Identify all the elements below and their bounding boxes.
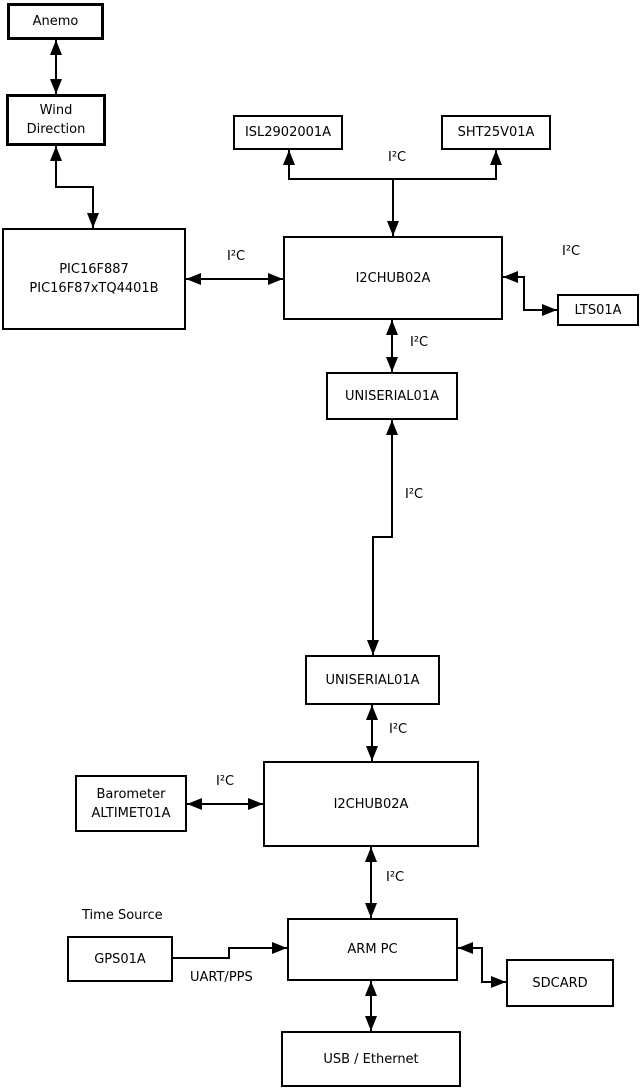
label-i2c-pic-link: I²C <box>227 249 246 264</box>
label-i2c-barometer-link: I²C <box>216 774 235 789</box>
node-barometer-altimet01a: Barometer ALTIMET01A <box>75 775 187 832</box>
node-i2chub02a-bottom: I2CHUB02A <box>263 761 479 847</box>
node-anemo: Anemo <box>7 3 104 40</box>
label-i2c-hub-serial-link: I²C <box>410 335 429 350</box>
edge-i2chub-top-lts <box>503 271 557 316</box>
node-sdcard: SDCARD <box>506 959 614 1007</box>
edge-armpc-sdcard <box>458 942 506 988</box>
label-i2c-serial-hub2-link: I²C <box>389 722 408 737</box>
label-i2c-long-link: I²C <box>405 487 424 502</box>
node-lts01a: LTS01A <box>557 294 639 326</box>
node-uniserial01a-lower: UNISERIAL01A <box>305 655 440 705</box>
label-uart-pps: UART/PPS <box>190 970 253 985</box>
label-i2c-armpc-link: I²C <box>386 870 405 885</box>
label-i2c-sensor-branch: I²C <box>388 150 407 165</box>
node-sht25v01a: SHT25V01A <box>441 115 551 150</box>
label-i2c-lts-link: I²C <box>562 244 581 259</box>
node-wind-direction: Wind Direction <box>6 94 106 146</box>
node-gps01a: GPS01A <box>67 936 173 982</box>
edge-gps-armpc <box>173 942 287 959</box>
edge-uniserial-top-uniserial-bottom <box>367 420 398 655</box>
node-uniserial01a-upper: UNISERIAL01A <box>326 372 458 420</box>
node-i2chub02a-top: I2CHUB02A <box>283 236 503 320</box>
label-time-source: Time Source <box>82 908 163 923</box>
edge-winddirection-pic <box>50 146 99 228</box>
node-usb-ethernet: USB / Ethernet <box>281 1031 461 1087</box>
node-pic16f887: PIC16F887 PIC16F87xTQ4401B <box>2 228 186 330</box>
node-isl2902001a: ISL2902001A <box>233 115 343 150</box>
node-arm-pc: ARM PC <box>287 918 458 981</box>
